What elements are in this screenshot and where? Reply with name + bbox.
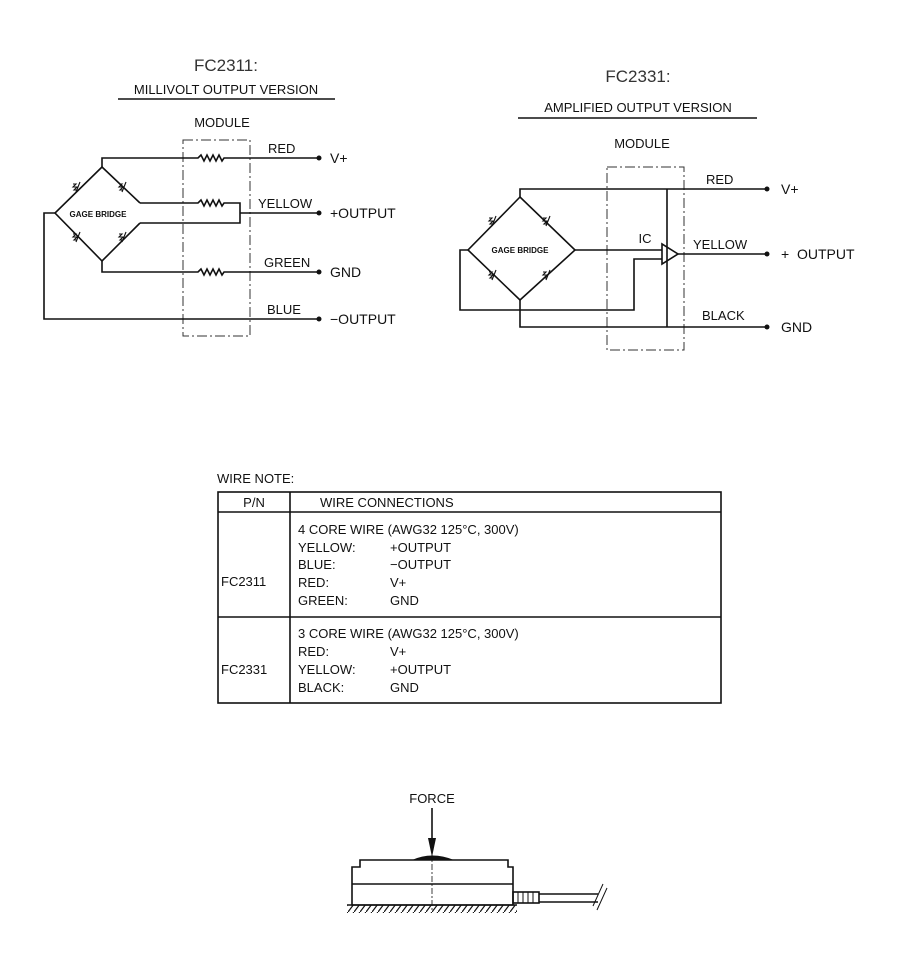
wire-color: YELLOW: <box>298 540 356 555</box>
millivolt-circuit: FC2311: MILLIVOLT OUTPUT VERSION MODULE … <box>43 56 396 337</box>
part-number: FC2311 <box>221 574 266 589</box>
wire-color-label: BLACK <box>702 308 745 323</box>
wire-signal: +OUTPUT <box>390 662 451 677</box>
gage-bridge-label: GAGE BRIDGE <box>492 246 550 255</box>
wire-spec: 4 CORE WIRE (AWG32 125°C, 300V) <box>298 522 519 537</box>
part-number: FC2331 <box>221 662 267 677</box>
wire-note-table: WIRE NOTE: P/N WIRE CONNECTIONS FC2311 4… <box>217 471 722 704</box>
cable-strain-relief <box>512 891 540 904</box>
terminal-label: GND <box>330 264 361 280</box>
ic-label: IC <box>639 231 652 246</box>
terminal-label: V+ <box>781 181 799 197</box>
table-header: WIRE CONNECTIONS <box>320 495 454 510</box>
table-header: P/N <box>243 495 265 510</box>
gage-bridge-label: GAGE BRIDGE <box>70 210 128 219</box>
red-wire <box>519 188 767 197</box>
wire-signal: V+ <box>390 644 406 659</box>
wire-color: GREEN: <box>298 593 348 608</box>
amplifier-ic <box>661 242 680 266</box>
terminal-label: V+ <box>330 150 348 166</box>
left-title: FC2311: <box>194 56 258 75</box>
wire-color: BLUE: <box>298 557 336 572</box>
wire-color: BLACK: <box>298 680 344 695</box>
black-wire <box>519 300 767 328</box>
wire-color-label: GREEN <box>264 255 310 270</box>
module-label: MODULE <box>614 136 670 151</box>
blue-wire <box>43 212 319 320</box>
wire-signal: V+ <box>390 575 406 590</box>
wire-signal: −OUTPUT <box>390 557 451 572</box>
wire-note-title: WIRE NOTE: <box>217 471 294 486</box>
wire-signal: +OUTPUT <box>390 540 451 555</box>
module-box <box>182 139 251 337</box>
wire-color: YELLOW: <box>298 662 356 677</box>
wire-color-label: YELLOW <box>693 237 748 252</box>
wire-signal: GND <box>390 593 419 608</box>
terminal-label: + OUTPUT <box>781 246 855 262</box>
load-cell-drawing: FORCE <box>347 791 608 913</box>
right-subtitle: AMPLIFIED OUTPUT VERSION <box>544 100 732 115</box>
terminal-label: GND <box>781 319 812 335</box>
force-label: FORCE <box>409 791 455 806</box>
module-label: MODULE <box>194 115 250 130</box>
cable <box>539 893 598 903</box>
terminal-label: +OUTPUT <box>330 205 396 221</box>
module-box <box>606 166 685 351</box>
wire-color-label: YELLOW <box>258 196 313 211</box>
wire-color: RED: <box>298 575 329 590</box>
green-wire <box>101 261 319 277</box>
amplified-circuit: FC2331: AMPLIFIED OUTPUT VERSION MODULE … <box>459 67 855 351</box>
wire-color-label: BLUE <box>267 302 301 317</box>
wire-color: RED: <box>298 644 329 659</box>
terminal-label: −OUTPUT <box>330 311 396 327</box>
left-subtitle: MILLIVOLT OUTPUT VERSION <box>134 82 318 97</box>
wire-spec: 3 CORE WIRE (AWG32 125°C, 300V) <box>298 626 519 641</box>
red-wire <box>101 153 319 167</box>
yellow-wire <box>140 198 319 224</box>
wire-signal: GND <box>390 680 419 695</box>
wire-color-label: RED <box>268 141 295 156</box>
force-arrow-icon <box>428 838 436 857</box>
wire-color-label: RED <box>706 172 733 187</box>
sensor-body <box>351 859 514 906</box>
right-title: FC2331: <box>605 67 670 86</box>
